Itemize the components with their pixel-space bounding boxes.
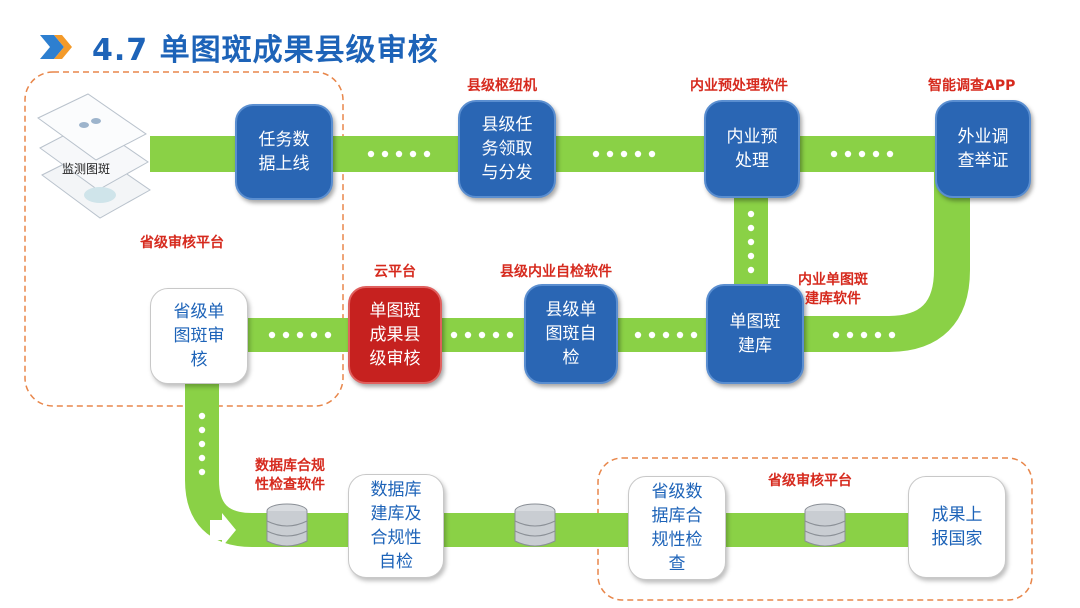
node-county-receive: 县级任 务领取 与分发: [458, 100, 556, 198]
label-db-check-sw: 数据库合规 性检查软件: [255, 458, 325, 493]
map-layers-icon: [37, 93, 151, 219]
label-province-platform-left: 省级审核平台: [140, 235, 224, 251]
label-hub: 县级枢纽机: [467, 78, 537, 94]
label-cloud: 云平台: [374, 264, 416, 280]
dots-vertical: [747, 210, 755, 274]
flow-band-left-curve: [185, 380, 300, 547]
database-icon: [266, 503, 308, 547]
arrow-right-icon: [210, 513, 236, 547]
node-county-selfcheck: 县级单 图斑自 检: [524, 284, 618, 384]
label-build-sw: 内业单图斑 建库软件: [798, 272, 868, 307]
node-county-audit: 单图斑 成果县 级审核: [348, 286, 442, 384]
province-platform-frame-left: [24, 71, 344, 407]
database-icon: [514, 503, 556, 547]
dots-top: [367, 150, 894, 158]
label-province-platform-bottom: 省级审核平台: [768, 473, 852, 489]
page-title: 4.7 单图斑成果县级审核: [92, 33, 439, 68]
database-icon: [804, 503, 846, 547]
node-province-audit: 省级单 图斑审 核: [150, 288, 248, 384]
node-preprocess: 内业预 处理: [704, 100, 800, 198]
node-field-survey: 外业调 查举证: [935, 100, 1031, 198]
dots-middle: [268, 331, 896, 339]
label-preprocess-sw: 内业预处理软件: [690, 78, 788, 94]
title-bar: 4.7 单图斑成果县级审核: [38, 22, 439, 72]
dots-left-down: [198, 412, 206, 476]
node-task-online: 任务数 据上线: [235, 104, 333, 200]
node-db-compliance: 数据库 建库及 合规性 自检: [348, 474, 444, 578]
chevron-arrow-icon: [40, 35, 72, 59]
label-app: 智能调查APP: [928, 78, 1016, 94]
node-province-db-check: 省级数 据库合 规性检 查: [628, 476, 726, 580]
node-report: 成果上 报国家: [908, 476, 1006, 578]
map-layers-label: 监测图斑: [62, 162, 111, 176]
label-selfcheck-sw: 县级内业自检软件: [500, 264, 612, 280]
node-build-db: 单图斑 建库: [706, 284, 804, 384]
